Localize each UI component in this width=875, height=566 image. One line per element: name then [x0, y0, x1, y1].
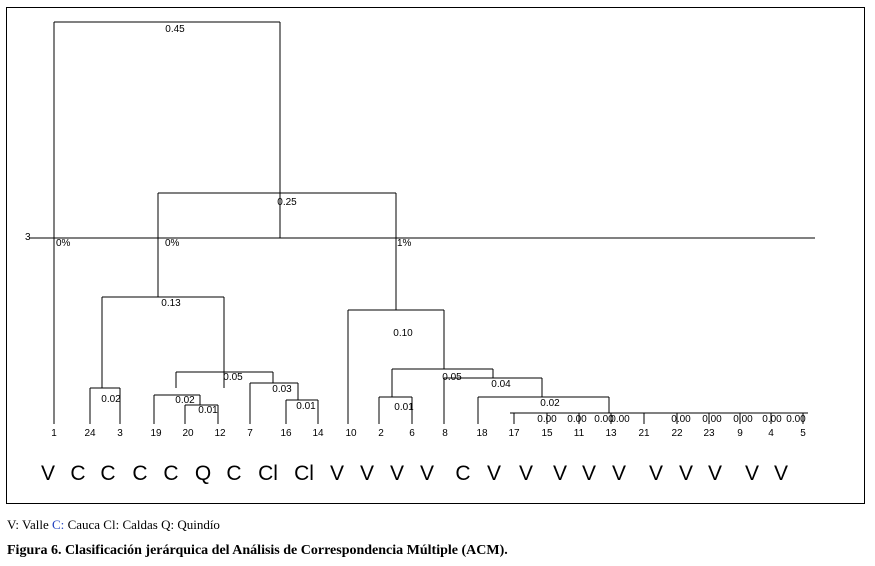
leaf-id-label: 11 [574, 428, 585, 439]
cut-percent-label: 1% [397, 238, 412, 249]
leaf-group-label: C [226, 462, 241, 485]
leaf-id-label: 1 [51, 428, 57, 439]
leaf-group-label: Q [195, 462, 211, 485]
leaf-id-label: 3 [117, 428, 123, 439]
leaf-id-label: 22 [671, 428, 683, 439]
leaf-group-label: V [582, 462, 596, 485]
merge-height-label: 0.03 [272, 384, 292, 395]
leaf-id-label: 20 [182, 428, 194, 439]
leaf-id-label: 5 [800, 428, 806, 439]
leaf-id-label: 19 [150, 428, 162, 439]
zero-merge-label: 0.00 [786, 414, 806, 425]
leaf-group-label: V [612, 462, 626, 485]
merge-height-label: 0.02 [175, 395, 195, 406]
merge-height-label: 0.25 [277, 197, 297, 208]
leaf-group-label: C [132, 462, 147, 485]
zero-merge-label: 0.00 [702, 414, 722, 425]
leaf-id-label: 4 [768, 428, 774, 439]
merge-height-label: 0.01 [198, 405, 218, 416]
leaf-id-label: 21 [638, 428, 650, 439]
leaf-id-label: 10 [345, 428, 357, 439]
leaf-group-label: V [41, 462, 55, 485]
leaf-group-label: C [455, 462, 470, 485]
leaf-group-label: V [745, 462, 759, 485]
merge-height-label: 0.45 [165, 24, 185, 35]
merge-height-label: 0.02 [540, 398, 560, 409]
zero-merge-label: 0.00 [537, 414, 557, 425]
leaf-id-label: 7 [247, 428, 253, 439]
leaf-group-label: C [100, 462, 115, 485]
leaf-id-label: 8 [442, 428, 448, 439]
leaf-group-label: V [649, 462, 663, 485]
group-legend: V: Valle C: Cauca Cl: Caldas Q: Quindío [7, 517, 220, 533]
leaf-id-label: 23 [703, 428, 715, 439]
leaf-group-label: C [163, 462, 178, 485]
chart-frame [6, 7, 865, 504]
leaf-id-label: 18 [476, 428, 488, 439]
leaf-group-label: V [390, 462, 404, 485]
leaf-id-label: 9 [737, 428, 743, 439]
leaf-group-label: V [487, 462, 501, 485]
merge-height-label: 0.01 [394, 402, 414, 413]
leaf-id-label: 2 [378, 428, 384, 439]
leaf-id-label: 13 [605, 428, 617, 439]
leaf-group-label: V [553, 462, 567, 485]
leaf-group-label: V [420, 462, 434, 485]
merge-height-label: 0.02 [101, 394, 121, 405]
leaf-group-label: V [360, 462, 374, 485]
legend-valle: V: Valle [7, 517, 49, 532]
zero-merge-label: 0.00 [610, 414, 630, 425]
legend-rest: Cauca Cl: Caldas Q: Quindío [67, 517, 220, 532]
leaf-group-label: V [708, 462, 722, 485]
leaf-id-label: 17 [508, 428, 520, 439]
leaf-id-label: 16 [280, 428, 292, 439]
leaf-id-label: 14 [312, 428, 324, 439]
legend-cauca-key: C: [52, 517, 65, 532]
merge-height-label: 0.05 [223, 372, 243, 383]
leaf-group-label: C [70, 462, 85, 485]
leaf-group-label: V [774, 462, 788, 485]
zero-merge-label: 0.00 [594, 414, 614, 425]
cut-percent-label: 0% [165, 238, 180, 249]
merge-height-label: 0.13 [161, 298, 181, 309]
leaf-group-label: Cl [258, 462, 278, 485]
leaf-group-label: Cl [294, 462, 314, 485]
cut-percent-label: 0% [56, 238, 71, 249]
leaf-group-label: V [519, 462, 533, 485]
leaf-group-label: V [330, 462, 344, 485]
zero-merge-label: 0.00 [733, 414, 753, 425]
merge-height-label: 0.04 [491, 379, 511, 390]
zero-merge-label: 0.00 [762, 414, 782, 425]
leaf-group-label: V [679, 462, 693, 485]
zero-merge-label: 0.00 [671, 414, 691, 425]
leaf-id-label: 6 [409, 428, 415, 439]
figure-caption: Figura 6. Clasificación jerárquica del A… [7, 543, 508, 558]
leaf-id-label: 12 [214, 428, 226, 439]
leaf-id-label: 15 [541, 428, 553, 439]
cut-line-label: 3 [25, 232, 31, 243]
merge-height-label: 0.01 [296, 401, 316, 412]
merge-height-label: 0.10 [393, 328, 413, 339]
leaf-id-label: 24 [84, 428, 96, 439]
zero-merge-label: 0.00 [567, 414, 587, 425]
